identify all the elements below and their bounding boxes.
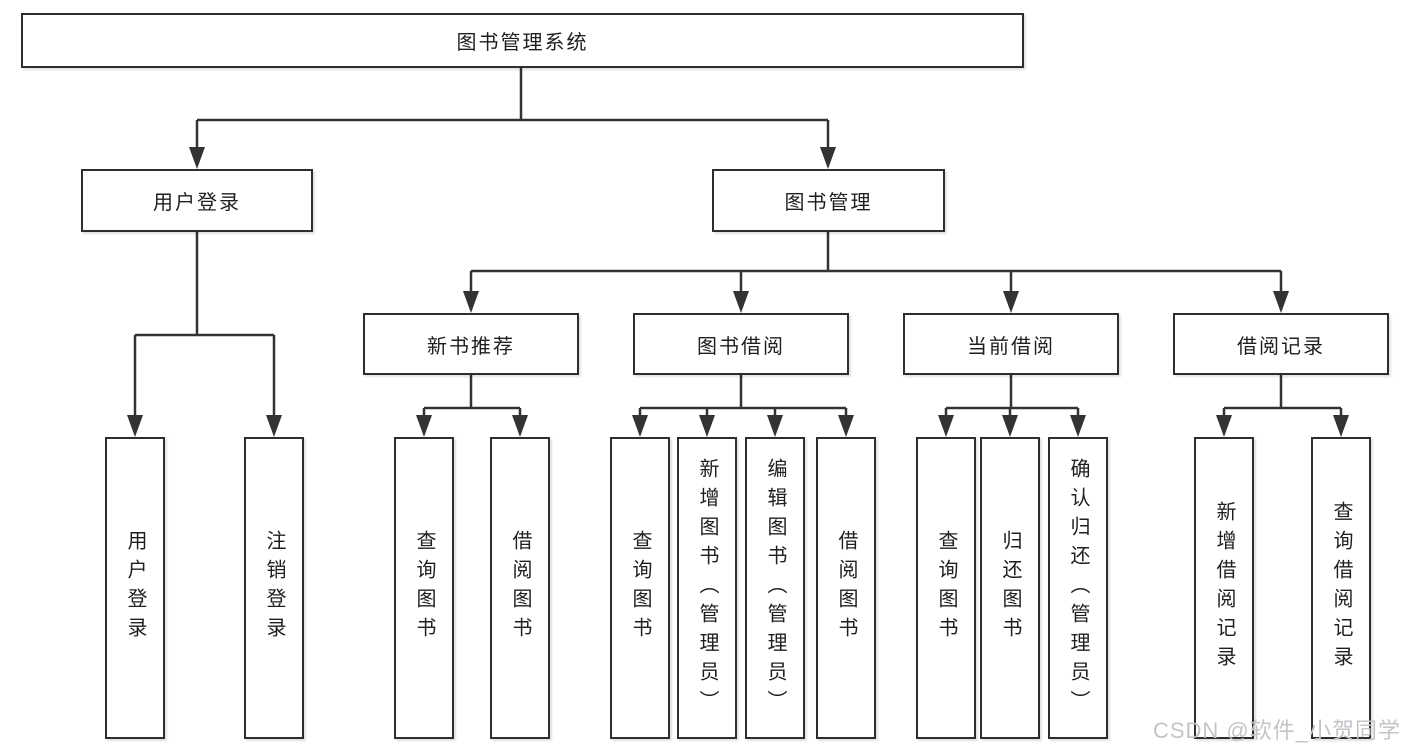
leaf-label: 借阅图书	[509, 530, 531, 646]
leaf-label: 注销登录	[263, 530, 285, 646]
leaf-label: 用户登录	[124, 530, 146, 646]
leaf-label: 归还图书	[999, 530, 1021, 646]
leaf-label: 编辑图书（管理员）	[764, 457, 786, 719]
leaf-label: 查询图书	[935, 530, 957, 646]
connector-book-borrow	[638, 375, 848, 417]
node-new-book-recommend: 新书推荐	[363, 313, 579, 375]
connector-root	[195, 68, 830, 149]
connector-new-books	[422, 375, 522, 417]
leaf-label: 新增图书（管理员）	[696, 457, 718, 719]
leaf-confirm-return-admin: 确认归还（管理员）	[1048, 437, 1108, 739]
csdn-watermark: CSDN @软件_小贺同学	[1152, 718, 1401, 743]
node-borrow-records: 借阅记录	[1173, 313, 1389, 375]
leaf-borrow-books-recommend: 借阅图书	[490, 437, 550, 739]
node-root-system: 图书管理系统	[21, 13, 1024, 68]
leaf-return-books: 归还图书	[980, 437, 1040, 739]
connector-book-mgmt	[469, 232, 1283, 293]
leaf-label: 查询图书	[413, 530, 435, 646]
leaf-add-books-admin: 新增图书（管理员）	[677, 437, 737, 739]
leaf-edit-books-admin: 编辑图书（管理员）	[745, 437, 805, 739]
node-current-borrow: 当前借阅	[903, 313, 1119, 375]
leaf-user-login: 用户登录	[105, 437, 165, 739]
leaf-borrow-books: 借阅图书	[816, 437, 876, 739]
leaf-add-borrow-record: 新增借阅记录	[1194, 437, 1254, 739]
connector-user-login	[133, 232, 276, 417]
leaf-label: 新增借阅记录	[1213, 501, 1235, 675]
arrowheads	[127, 147, 1349, 437]
leaf-label: 借阅图书	[835, 530, 857, 646]
leaf-query-books-current: 查询图书	[916, 437, 976, 739]
leaf-logout: 注销登录	[244, 437, 304, 739]
leaf-label: 确认归还（管理员）	[1067, 457, 1089, 719]
leaf-query-borrow-record: 查询借阅记录	[1311, 437, 1371, 739]
leaf-label: 查询借阅记录	[1330, 501, 1352, 675]
node-book-borrow: 图书借阅	[633, 313, 849, 375]
node-book-management: 图书管理	[712, 169, 945, 232]
connector-borrow-records	[1222, 375, 1343, 417]
connector-current-borrow	[944, 375, 1080, 417]
node-user-login: 用户登录	[81, 169, 313, 232]
leaf-query-books-borrow: 查询图书	[610, 437, 670, 739]
leaf-label: 查询图书	[629, 530, 651, 646]
leaf-query-books-recommend: 查询图书	[394, 437, 454, 739]
